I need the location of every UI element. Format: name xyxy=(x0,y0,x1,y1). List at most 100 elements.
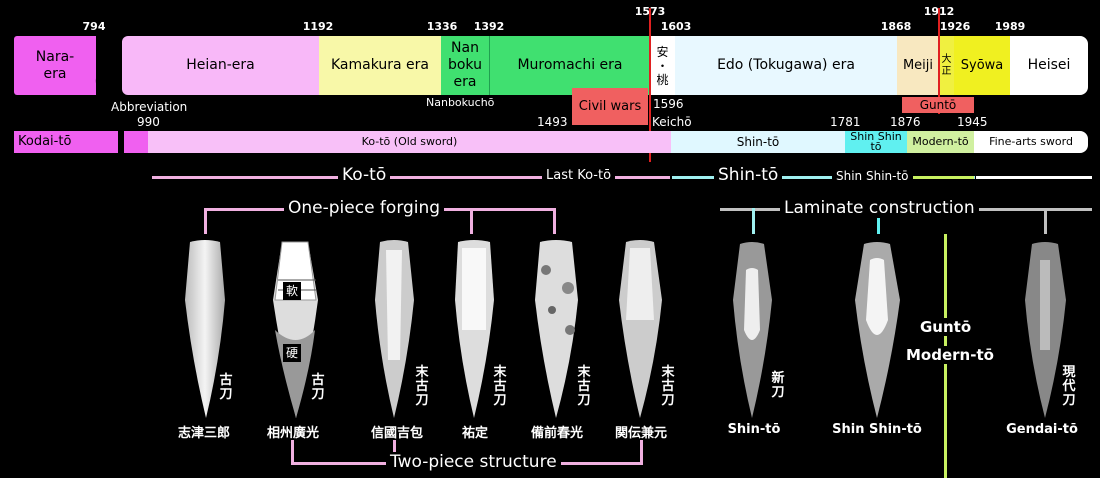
blade-section-5 xyxy=(535,240,578,418)
year-1603: 1603 xyxy=(660,20,692,33)
year-1989: 1989 xyxy=(994,20,1026,33)
blade-2-name: 相州廣光 xyxy=(266,426,320,441)
era-azuchi-label-1: 安 xyxy=(656,44,669,59)
era-azuchi-label-2: ・ xyxy=(656,58,669,73)
shinto-period-label: Shin-tō xyxy=(714,165,783,185)
blade-5-name: 備前春光 xyxy=(530,426,584,441)
year-1596: 1596 xyxy=(653,97,684,111)
era-nara-label-1: Nara- xyxy=(35,48,75,65)
era-taisho-label-2: 正 xyxy=(941,65,952,77)
era-nanboku-label-2: boku xyxy=(447,57,482,73)
era-muromachi: Muromachi era xyxy=(489,36,650,95)
era-azuchi-momoyama: 安 ・ 桃 xyxy=(650,36,675,95)
year-1336: 1336 xyxy=(426,20,458,33)
gunto-label: Guntō xyxy=(916,318,976,336)
era-heisei: Heisei xyxy=(1010,36,1088,95)
year-1926: 1926 xyxy=(939,20,971,33)
blade-shinto-name: Shin-tō xyxy=(727,422,781,437)
soft-core-label: 軟 xyxy=(283,282,301,300)
year-990: 990 xyxy=(137,115,160,129)
blade-gendai-name: Gendai-tō xyxy=(1006,422,1078,437)
keicho-note: Keichō xyxy=(652,115,692,129)
era-syowa: Syōwa xyxy=(954,36,1010,95)
sword-kodai-end xyxy=(124,131,148,153)
two-piece-drop-3 xyxy=(640,440,643,464)
blade-3-tag: 末古刀 xyxy=(415,365,429,408)
blade-1-name: 志津三郎 xyxy=(177,426,231,441)
sword-shin-shin-to: Shin Shin tō xyxy=(845,131,907,153)
koto-period-line xyxy=(152,176,670,179)
era-azuchi-label-3: 桃 xyxy=(656,72,669,87)
nanbokucho-note: Nanbokuchō xyxy=(426,96,495,109)
gunto-badge: Guntō xyxy=(902,97,974,113)
era-nanboku-label-1: Nan xyxy=(451,40,479,56)
year-1781: 1781 xyxy=(830,115,861,129)
era-taisho: 大 正 xyxy=(939,36,954,95)
era-meiji: Meiji xyxy=(897,36,939,95)
era-taisho-label-1: 大 xyxy=(941,53,952,65)
year-1868: 1868 xyxy=(880,20,912,33)
blade-6-tag: 末古刀 xyxy=(661,365,675,408)
blade-section-shinto xyxy=(733,242,772,418)
laminate-drop-shinto xyxy=(752,208,755,234)
year-1392: 1392 xyxy=(473,20,505,33)
year-1192: 1192 xyxy=(302,20,334,33)
sword-kodai-to: Kodai-tō xyxy=(14,131,118,153)
sword-shin-shin-label-1: Shin Shin xyxy=(850,130,902,143)
one-piece-drop-1 xyxy=(204,208,207,234)
blade-4-name: 祐定 xyxy=(461,426,489,441)
finearts-period-line xyxy=(976,176,1092,179)
year-1493: 1493 xyxy=(537,115,568,129)
year-1945: 1945 xyxy=(957,115,988,129)
marker-1573-line xyxy=(649,8,651,162)
sword-fine-arts: Fine-arts sword xyxy=(974,131,1088,153)
two-piece-structure-label: Two-piece structure xyxy=(386,452,561,472)
laminate-construction-label: Laminate construction xyxy=(780,198,979,218)
civil-wars-badge: Civil wars xyxy=(572,88,648,125)
blade-6-name: 関伝兼元 xyxy=(614,426,668,441)
era-heian: Heian-era xyxy=(122,36,319,95)
laminate-drop-shinshinto xyxy=(877,208,880,234)
year-794: 794 xyxy=(82,20,106,33)
blade-section-gendai xyxy=(1025,242,1066,418)
modern-to-label: Modern-tō xyxy=(902,346,998,364)
koto-period-label: Ko-tō xyxy=(338,165,391,185)
era-nara: Nara- era xyxy=(14,36,96,95)
blade-shinshinto-name: Shin Shin-tō xyxy=(832,422,922,437)
shinto-period-line xyxy=(672,176,975,179)
last-koto-period-label: Last Ko-tō xyxy=(542,168,616,183)
sword-modern-to: Modern-tō xyxy=(907,131,974,153)
laminate-drop-gendai xyxy=(1044,208,1047,234)
blade-5-tag: 末古刀 xyxy=(577,365,591,408)
break-wave-icon xyxy=(95,32,117,100)
one-piece-forging-label: One-piece forging xyxy=(284,198,445,218)
blade-section-3 xyxy=(375,240,414,418)
era-nanboku-label-3: era xyxy=(453,74,477,90)
sword-shin-shin-label-2: tō xyxy=(870,140,882,153)
era-kamakura: Kamakura era xyxy=(319,36,441,95)
blade-shinto-tag: 新刀 xyxy=(771,371,785,400)
blade-4-tag: 末古刀 xyxy=(493,365,507,408)
shinshinto-period-label: Shin Shin-tō xyxy=(832,169,913,183)
marker-1912-line xyxy=(938,8,940,114)
abbreviation-note: Abbreviation xyxy=(111,100,188,114)
two-piece-drop-1 xyxy=(291,440,294,464)
blade-1-tag: 古刀 xyxy=(219,373,233,402)
blade-section-shinshinto xyxy=(855,242,900,418)
one-piece-drop-3 xyxy=(553,208,556,234)
blade-section-1 xyxy=(185,240,225,418)
modern-period-line xyxy=(907,176,974,179)
sword-shin-to: Shin-tō xyxy=(671,131,845,153)
blade-section-4 xyxy=(455,240,494,418)
blade-gendai-tag: 現代刀 xyxy=(1062,365,1076,408)
era-nanboku: Nan boku era xyxy=(441,36,489,95)
hard-steel-label: 硬 xyxy=(283,344,301,362)
year-1876: 1876 xyxy=(890,115,921,129)
blade-2-tag: 古刀 xyxy=(311,373,325,402)
sword-ko-to: Ko-tō (Old sword) xyxy=(148,131,671,153)
era-edo: Edo (Tokugawa) era xyxy=(675,36,897,95)
era-nara-label-2: era xyxy=(43,65,67,82)
blade-3-name: 信國吉包 xyxy=(370,426,424,441)
blade-section-6 xyxy=(619,240,662,418)
one-piece-drop-2 xyxy=(470,208,473,234)
